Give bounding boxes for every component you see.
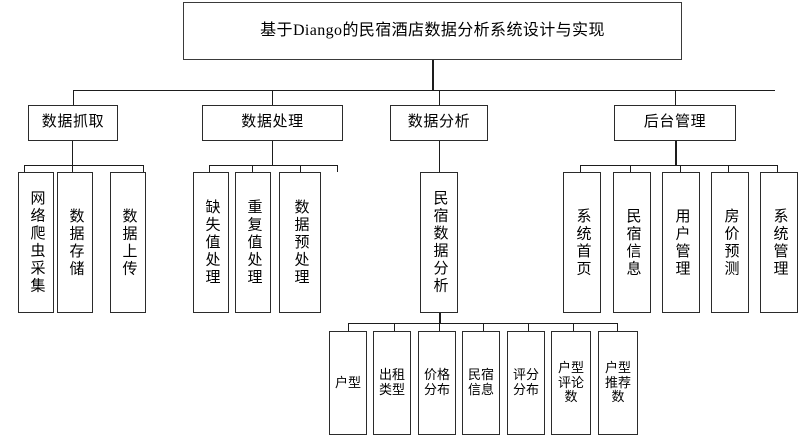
node-label: 出租类型 [378,367,405,397]
connector-processing-bus [209,165,337,166]
node-data-processing[interactable]: 数据处理 [202,105,343,141]
connector-leaf-5 [573,323,574,331]
connector-capture-stem [72,141,73,165]
node-label: 户型推荐数 [604,360,631,405]
connector-bus-to-data-processing [272,90,273,105]
node-label: 民宿信息 [624,207,641,278]
node-label: 民宿信息 [467,367,494,397]
connector-leaf-4 [528,323,529,331]
connector-capture-child-0 [24,165,25,172]
node-leaf-homestay-info[interactable]: 民宿信息 [462,331,500,435]
node-label: 系统管理 [771,207,788,278]
node-label: 网络爬虫采集 [28,190,45,295]
connector-processing-child-2 [300,165,301,172]
node-label: 数据上传 [120,207,137,278]
connector-capture-child-1 [72,165,73,172]
connector-capture-child-2 [143,165,144,172]
node-data-preprocessing[interactable]: 数据预处理 [279,172,321,313]
connector-admin-child-3 [728,165,729,172]
connector-analysis-stem [439,141,440,172]
connector-processing-child-1 [252,165,253,172]
root-title-label: 基于Diango的民宿酒店数据分析系统设计与实现 [260,22,605,40]
node-root-title[interactable]: 基于Diango的民宿酒店数据分析系统设计与实现 [183,2,682,60]
node-label: 数据分析 [407,114,471,131]
node-label: 户型 [334,374,361,390]
node-label: 民宿数据分析 [431,190,448,295]
node-label: 数据存储 [67,207,84,278]
connector-admin-child-2 [680,165,681,172]
connector-admin-bus [580,165,778,166]
node-label: 户型评论数 [557,360,584,405]
node-label: 价格分布 [423,367,450,397]
connector-analysis-leaf-stem [439,313,441,323]
node-user-management[interactable]: 用户管理 [662,172,700,313]
node-label: 数据预处理 [292,198,309,287]
node-data-analysis[interactable]: 数据分析 [390,105,488,141]
node-leaf-rating-distribution[interactable]: 评分分布 [507,331,545,435]
connector-leaf-0 [348,323,349,331]
connector-leaf-6 [617,323,618,331]
connector-processing-child-0 [209,165,210,172]
connector-admin-child-4 [777,165,778,172]
node-label: 评分分布 [512,367,539,397]
node-leaf-house-type-recommend-count[interactable]: 户型推荐数 [598,331,638,435]
connector-processing-stem [272,141,273,165]
node-label: 后台管理 [643,114,707,131]
connector-bus-to-data-analysis [439,90,440,105]
connector-leaf-3 [483,323,484,331]
connector-admin-child-1 [630,165,631,172]
node-data-storage[interactable]: 数据存储 [57,172,93,313]
connector-leaf-2 [439,323,440,331]
connector-leaf-1 [394,323,395,331]
node-label: 数据处理 [241,114,304,131]
node-price-prediction[interactable]: 房价预测 [711,172,749,313]
node-web-crawler-collection[interactable]: 网络爬虫采集 [18,172,54,313]
node-label: 数据抓取 [41,114,105,131]
connector-bus-to-data-capture [73,90,74,105]
node-label: 用户管理 [673,207,690,278]
node-leaf-house-type[interactable]: 户型 [329,331,367,435]
connector-level2-bus [73,90,775,91]
node-backend-admin[interactable]: 后台管理 [614,105,736,141]
connector-admin-child-0 [580,165,581,172]
node-leaf-rental-type[interactable]: 出租类型 [373,331,411,435]
node-label: 房价预测 [722,207,739,278]
node-missing-value-handling[interactable]: 缺失值处理 [193,172,229,313]
node-homestay-data-analysis[interactable]: 民宿数据分析 [420,172,458,313]
node-label: 重复值处理 [245,198,262,287]
connector-capture-bus [24,165,144,166]
node-system-homepage[interactable]: 系统首页 [563,172,601,313]
node-homestay-info[interactable]: 民宿信息 [613,172,651,313]
node-data-capture[interactable]: 数据抓取 [28,105,118,141]
connector-admin-stem [675,141,677,165]
node-data-upload[interactable]: 数据上传 [110,172,146,313]
node-duplicate-value-handling[interactable]: 重复值处理 [235,172,271,313]
node-leaf-house-type-comment-count[interactable]: 户型评论数 [551,331,591,435]
node-leaf-price-distribution[interactable]: 价格分布 [418,331,456,435]
node-label: 系统首页 [574,207,591,278]
connector-processing-bus-right [337,165,338,172]
node-label: 缺失值处理 [203,198,220,287]
node-system-management[interactable]: 系统管理 [760,172,798,313]
connector-root-stem [432,60,434,90]
connector-bus-to-backend-admin [675,90,676,105]
